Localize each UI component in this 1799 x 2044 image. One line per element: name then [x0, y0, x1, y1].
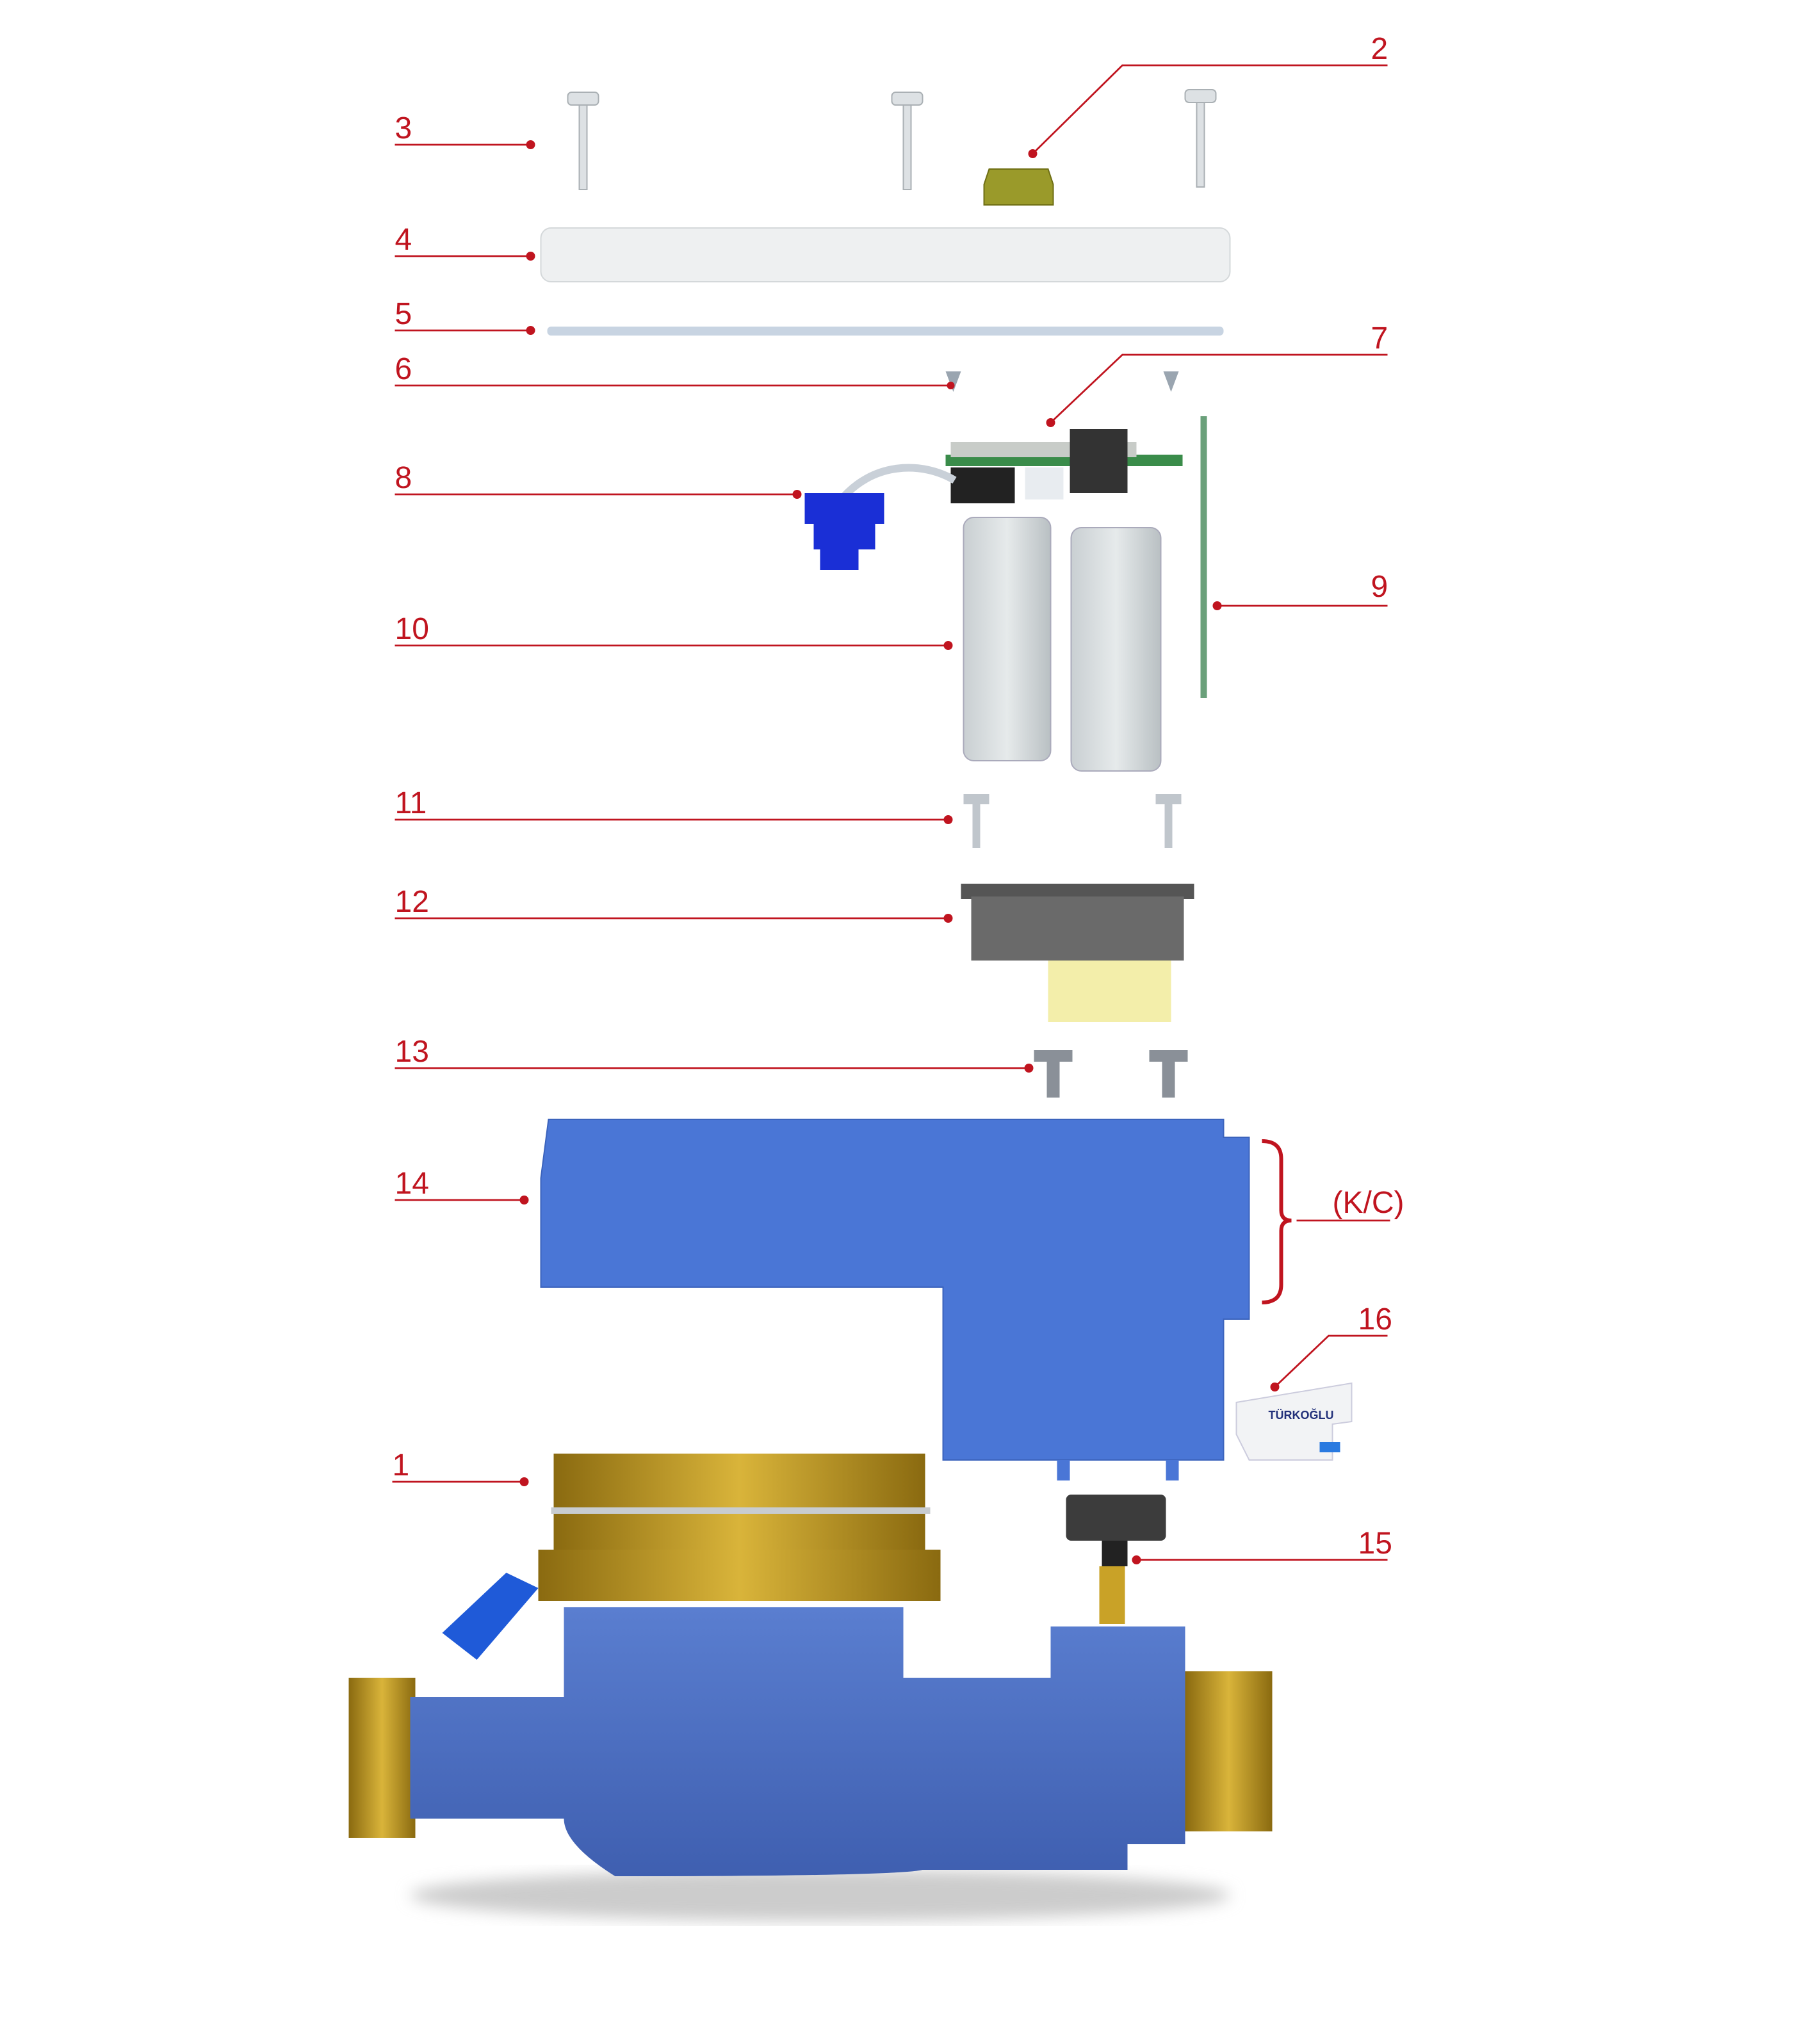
svg-text:15: 15 — [1358, 1527, 1392, 1561]
svg-text:12: 12 — [395, 885, 429, 919]
callout-4: 4 — [395, 223, 535, 261]
svg-text:2: 2 — [1371, 32, 1388, 66]
cable-connector — [804, 493, 884, 570]
svg-text:7: 7 — [1371, 321, 1388, 355]
pins — [945, 371, 1179, 392]
svg-text:3: 3 — [395, 111, 412, 145]
gasket — [547, 327, 1224, 336]
svg-text:14: 14 — [395, 1167, 429, 1201]
callout-14: 14 — [395, 1167, 529, 1204]
callout-5: 5 — [395, 297, 535, 335]
module-housing — [961, 884, 1194, 1022]
svg-text:1: 1 — [393, 1448, 410, 1482]
callout-2: 2 — [1028, 32, 1388, 158]
battery — [1070, 527, 1162, 772]
callout-kc: (K/C) — [1262, 1139, 1404, 1304]
cover-screws — [1034, 1050, 1188, 1098]
svg-text:16: 16 — [1358, 1302, 1392, 1336]
electronics-board — [945, 429, 1183, 503]
drive-coupling — [1066, 1495, 1166, 1624]
seal-logo: TÜRKOĞLU — [1269, 1408, 1334, 1422]
callout-10: 10 — [395, 612, 953, 650]
svg-text:(K/C): (K/C) — [1333, 1186, 1404, 1220]
transparent-cover — [540, 227, 1231, 282]
callout-6: 6 — [395, 352, 955, 389]
callout-12: 12 — [395, 885, 953, 923]
battery — [963, 517, 1052, 761]
svg-text:5: 5 — [395, 297, 412, 331]
svg-text:6: 6 — [395, 352, 412, 386]
seal-cap — [983, 168, 1054, 206]
antenna-board — [1200, 416, 1207, 698]
blue-cover — [540, 1119, 1250, 1461]
callout-13: 13 — [395, 1035, 1034, 1073]
callout-15: 15 — [1132, 1527, 1392, 1564]
seal-clip: TÜRKOĞLU — [1235, 1382, 1353, 1461]
svg-text:10: 10 — [395, 612, 429, 646]
svg-text:11: 11 — [395, 786, 427, 820]
battery-screws — [963, 794, 1182, 848]
svg-text:8: 8 — [395, 461, 412, 495]
callout-11: 11 — [395, 786, 953, 824]
svg-text:13: 13 — [395, 1035, 429, 1069]
callout-9: 9 — [1212, 570, 1388, 610]
callout-3: 3 — [395, 111, 535, 149]
callout-8: 8 — [395, 461, 802, 499]
callout-1: 1 — [392, 1448, 529, 1486]
svg-text:4: 4 — [395, 223, 412, 257]
top-screws — [567, 89, 1217, 190]
meter-body — [348, 1454, 1273, 1921]
callout-16: 16 — [1270, 1302, 1392, 1391]
callout-7: 7 — [1046, 321, 1388, 427]
svg-text:9: 9 — [1371, 570, 1388, 604]
